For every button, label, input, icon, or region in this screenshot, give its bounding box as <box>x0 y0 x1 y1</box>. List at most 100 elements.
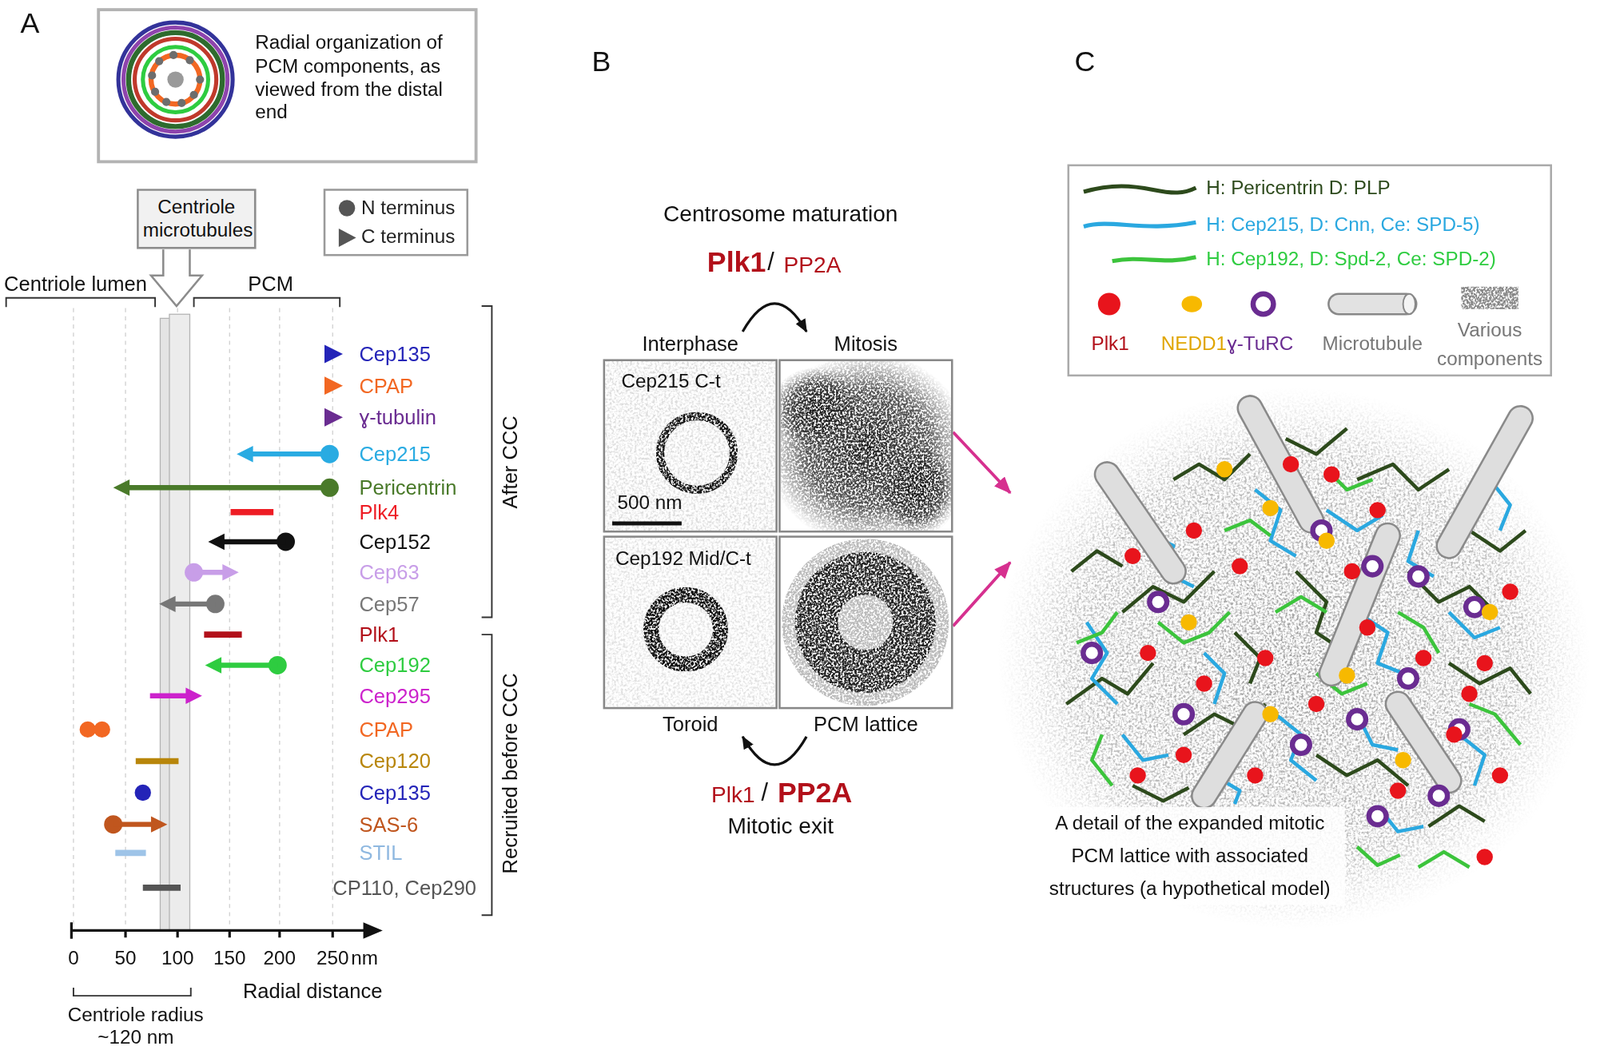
bracket-label: PCM <box>247 271 294 297</box>
c-end <box>236 445 253 462</box>
kinase-label: Plk1 <box>711 781 756 809</box>
protein-name: Cep120 <box>358 748 430 774</box>
micrograph <box>604 361 776 531</box>
phosphatase-label: PP2A <box>784 251 842 279</box>
protein-marker <box>113 478 339 498</box>
connector <box>742 736 807 765</box>
gamma-turc <box>1091 530 1475 817</box>
lattice-signal <box>780 367 863 450</box>
node-text: Toroid <box>603 712 778 737</box>
protein-marker <box>115 850 146 857</box>
protein-marker <box>103 815 168 834</box>
legend-swatch <box>1182 295 1203 312</box>
grid-line <box>73 308 333 928</box>
protein-marker <box>143 884 181 892</box>
node-text: A detail of the expanded mitotic PCM lat… <box>1034 807 1346 906</box>
micrograph-panel: PCM lattice <box>778 535 953 737</box>
plk1 <box>1132 464 1510 858</box>
protein-name: Cep63 <box>358 560 419 586</box>
speckle <box>781 538 949 706</box>
axis-unit: nm <box>350 947 379 971</box>
bracket <box>481 306 493 916</box>
span <box>127 485 331 490</box>
label-box: Centriole microtubules <box>136 188 256 249</box>
protein-marker <box>236 445 339 464</box>
legend-text: C terminus <box>361 225 455 249</box>
protein-marker <box>207 532 295 551</box>
protein-name: Cep295 <box>358 683 430 709</box>
axis-tick-label: 150 <box>213 947 246 971</box>
protein-marker <box>135 758 180 765</box>
phosphatase-label: PP2A <box>777 775 852 810</box>
protein-name: Cep135 <box>358 342 430 367</box>
node-text: Interphase <box>603 331 778 357</box>
micrograph-panel: Cep192 Mid/C-tToroid <box>603 535 778 737</box>
ring <box>118 22 233 137</box>
components-sample <box>1460 286 1519 310</box>
protein-name: CPAP <box>358 373 414 399</box>
connector <box>742 303 807 332</box>
legend-text: H: Cep192, D: Spd-2, Ce: SPD-2) <box>1205 247 1497 271</box>
fiber-sample <box>1083 186 1196 193</box>
node-text: Radial organization of PCM components, a… <box>254 31 470 125</box>
nedd1 <box>1188 469 1490 761</box>
ring <box>123 27 227 132</box>
node-text: Centriole microtubules <box>139 195 255 243</box>
ring-sample <box>1253 294 1274 315</box>
legend-frame <box>324 189 468 255</box>
span <box>113 821 154 827</box>
lattice-signal <box>877 443 952 531</box>
toroid-ring <box>651 594 721 665</box>
ring <box>151 55 200 104</box>
speckle <box>780 361 952 531</box>
span <box>194 569 225 575</box>
node-text: Cep192 Mid/C-t <box>615 548 752 572</box>
speckle <box>604 537 776 708</box>
legend-swatch <box>1098 292 1121 315</box>
protein-name: Cep215 <box>358 441 430 467</box>
ring-signal <box>651 594 721 665</box>
lattice-signal <box>780 361 952 531</box>
microtubule-sample <box>1338 292 1406 315</box>
group-label: After CCC <box>497 415 523 509</box>
lattice-haze <box>781 538 949 706</box>
legend-text: Microtubule <box>1322 332 1423 356</box>
protein-marker <box>135 784 152 801</box>
c-end <box>207 533 224 550</box>
protein-marker <box>150 688 203 705</box>
node-text: Mitosis <box>778 331 953 357</box>
dimension-note: Centriole radius ~120 nm <box>54 1003 218 1049</box>
separator: / <box>767 247 775 278</box>
protein-marker <box>203 631 242 638</box>
connector <box>953 562 1011 627</box>
legend-text: NEDD1 <box>1161 332 1227 356</box>
legend-text: Various components <box>1428 316 1552 373</box>
protein-name: SAS-6 <box>358 811 418 837</box>
span <box>150 693 188 699</box>
c-end <box>151 815 168 832</box>
protein-name: Cep57 <box>358 592 419 617</box>
legend-frame <box>1068 165 1552 376</box>
protein-marker <box>87 721 103 738</box>
ring-signal <box>660 416 734 490</box>
span <box>173 601 215 607</box>
process-label: Mitotic exit <box>727 813 834 841</box>
legend-text: ɣ-TuRC <box>1226 332 1294 356</box>
protein-marker <box>324 408 343 427</box>
panel-letter: B <box>592 44 612 80</box>
speckle-field <box>604 361 776 531</box>
protein-name: Plk1 <box>358 622 399 648</box>
lattice-model: A detail of the expanded mitotic PCM lat… <box>1010 386 1577 922</box>
panel-letter: C <box>1074 44 1095 80</box>
c-terminus-symbol <box>338 228 357 247</box>
radial-rings <box>118 22 233 137</box>
c-end <box>113 479 130 496</box>
axis-tick-label: 100 <box>161 947 194 971</box>
image-frame <box>778 535 953 709</box>
protein-name: CP110, Cep290 <box>332 875 477 900</box>
protein-name: CPAP <box>358 717 414 743</box>
c-end <box>159 596 176 613</box>
span <box>222 539 286 545</box>
